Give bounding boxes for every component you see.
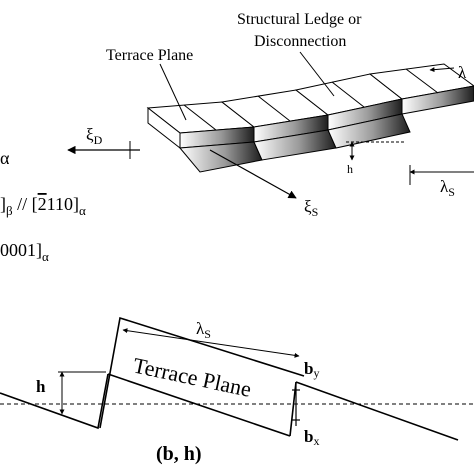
h-label-top: h [347,162,353,176]
h-dimension-top [346,141,406,161]
xi-s-label: ξS [304,197,318,219]
lambda-label-right: λ [458,63,467,82]
structural-ledge-pointer [299,51,335,97]
staircase-3d [146,63,474,173]
structural-ledge-label-line1: Structural Ledge or [237,11,362,28]
profile-riser-right [289,381,297,437]
equation-2: ]β // [2110]α [0,194,86,218]
lambda-s-dimension-bottom [122,328,300,358]
burgers-components [292,382,300,426]
terrace-plane-pointer [159,63,187,121]
h-dimension-bottom [58,371,106,415]
profile-left-segment [0,373,109,430]
prism-3 [327,113,411,149]
lambda-s-label-top: λS [440,177,455,199]
terrace-plane-label-bottom: Terrace Plane [131,352,254,401]
b-y-label: by [304,359,319,380]
lambda-s-dimension-top [409,165,474,185]
lambda-right-arrow [429,67,455,73]
xi-s-arrow [209,149,297,199]
profile-right-segment [295,381,459,441]
lambda-s-label-bottom: λS [196,319,211,341]
terrace-plane-label-top: Terrace Plane [106,47,193,64]
structural-ledge-label-line2: Disconnection [254,33,346,50]
h-label-bottom: h [36,377,46,396]
figure-caption: (b, h) [156,443,202,465]
equation-1: α [0,148,10,168]
xi-d-label: ξD [86,125,103,147]
profile-terrace-top [107,373,291,437]
ledge-face-4 [401,85,474,115]
b-x-label: bx [304,427,319,448]
xi-d-arrow [67,141,140,159]
equation-3: 0001]α [0,240,49,264]
